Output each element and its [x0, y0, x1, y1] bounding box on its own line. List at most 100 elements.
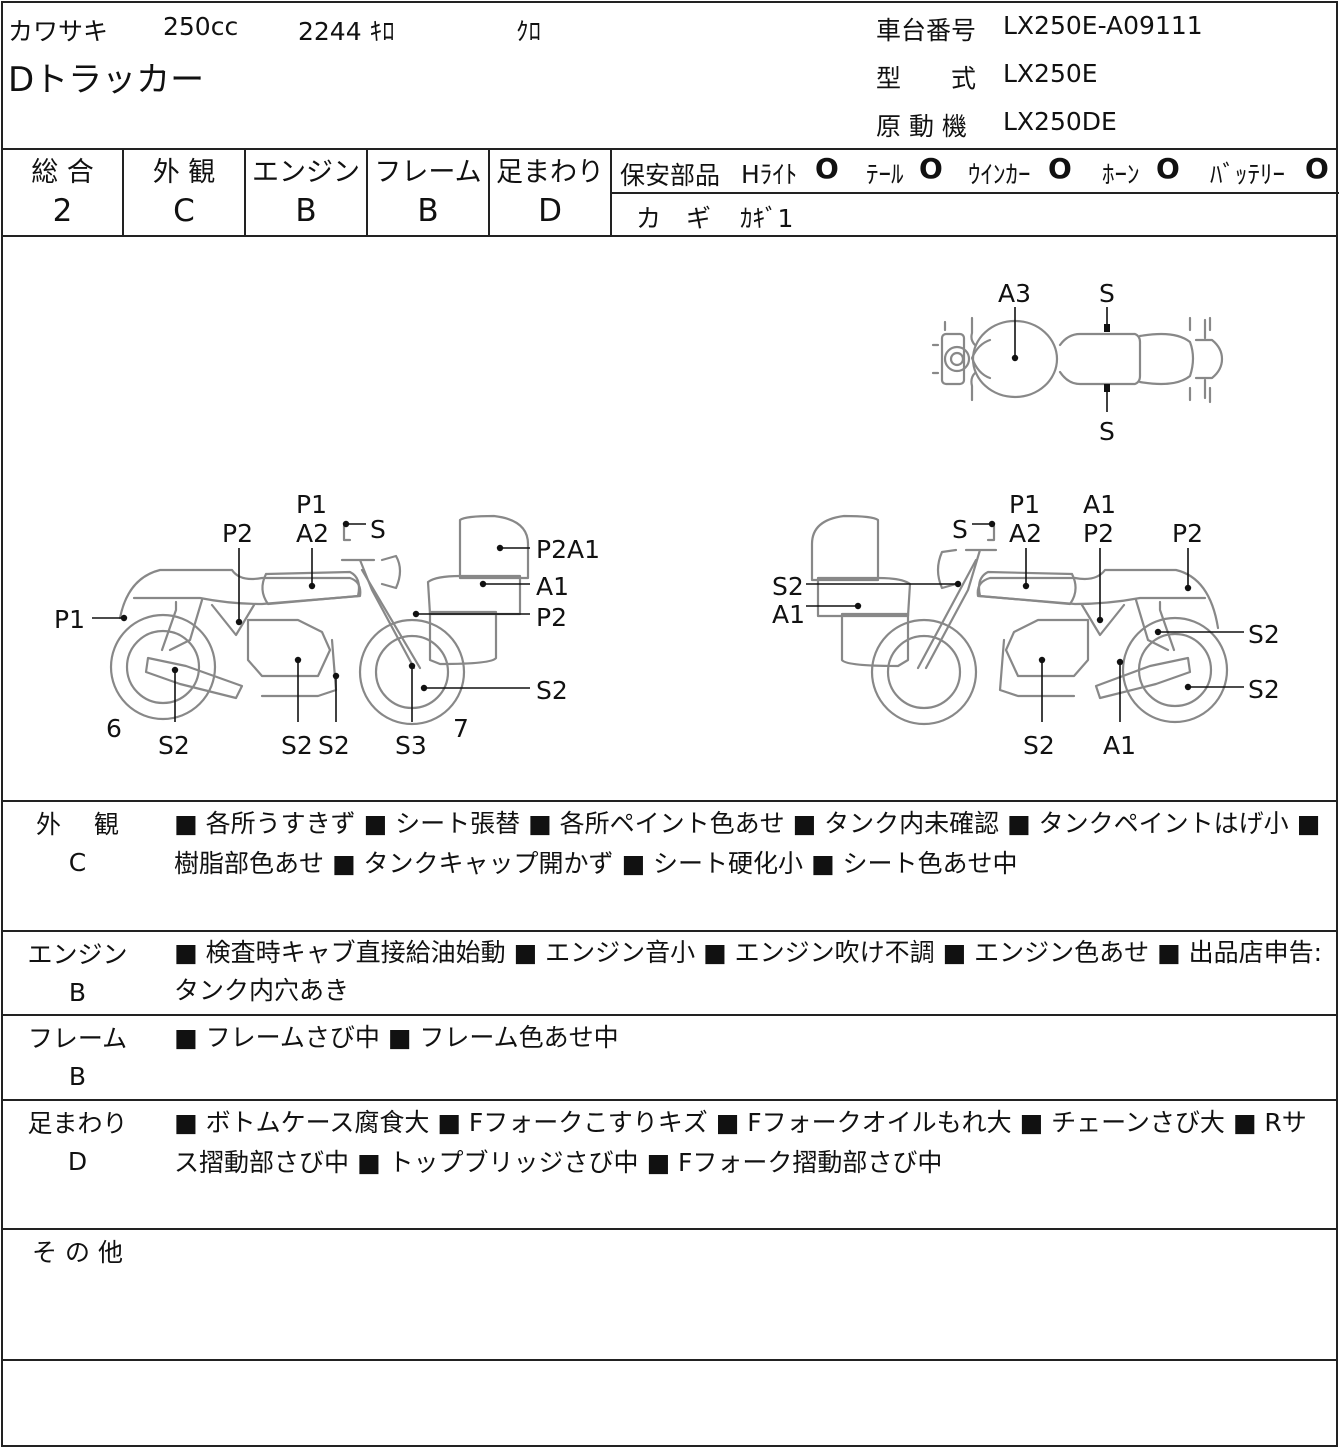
remark-suspension-label: 足まわり D: [20, 1105, 135, 1181]
label-right-a1-cowl: A1: [772, 600, 805, 629]
label-left-p1: P1: [296, 490, 327, 519]
label-top-s-upper: S: [1099, 279, 1115, 308]
label-left-p2-cowl: P2: [536, 603, 567, 632]
label-top-a3: A3: [998, 279, 1031, 308]
remark-engine-label: エンジン B: [20, 936, 135, 1012]
grade-frame-value: B: [417, 193, 439, 229]
engine-value: LX250DE: [1003, 107, 1117, 136]
label-right-a2: A2: [1009, 519, 1042, 548]
frame-number-label: 車台番号: [876, 16, 977, 45]
safety-battery-label: ﾊﾞｯﾃﾘｰ: [1210, 160, 1286, 189]
safety-battery-mark: O: [1305, 152, 1329, 185]
safety-horn-mark: O: [1156, 152, 1180, 185]
grade-exterior-label: 外 観: [152, 157, 216, 188]
grade-frame-label: フレーム: [374, 157, 482, 188]
remark-suspension-grade: D: [67, 1147, 88, 1176]
label-top-s-lower: S: [1099, 417, 1115, 446]
label-right-s2-wheel: S2: [1248, 675, 1280, 704]
remark-exterior-text: ■ 各所うすきず ■ シート張替 ■ 各所ペイント色あせ ■ タンク内未確認 ■…: [174, 809, 1321, 878]
label-left-s2-exhaust: S2: [318, 731, 350, 760]
grade-exterior-value: C: [173, 193, 195, 229]
grade-overall-value: 2: [52, 193, 73, 229]
remark-exterior-title: 外 観: [36, 810, 119, 839]
label-right-s: S: [952, 515, 968, 544]
label-right-a1-muffler: A1: [1103, 731, 1136, 760]
divider: [122, 148, 124, 237]
label-left-p2-seat: P2: [222, 519, 253, 548]
grade-engine-value: B: [295, 193, 317, 229]
key-label: カ ギ: [636, 204, 712, 233]
divider: [244, 148, 246, 237]
divider: [1, 1228, 1338, 1230]
label-left-s2-wheel: S2: [536, 676, 568, 705]
label-left-s2-engine: S2: [281, 731, 313, 760]
label-right-a1: A1: [1083, 490, 1116, 519]
remark-frame-title: フレーム: [27, 1024, 128, 1053]
remark-suspension-text: ■ ボトムケース腐食大 ■ Fフォークこすりキズ ■ Fフォークオイルもれ大 ■…: [174, 1108, 1307, 1177]
grade-overall-label: 総 合: [31, 157, 94, 188]
displacement: 250cc: [163, 12, 239, 41]
divider: [488, 148, 490, 237]
label-left-7: 7: [453, 714, 469, 743]
label-left-p2a1: P2A1: [536, 535, 600, 564]
label-right-s2-swingarm: S2: [1248, 620, 1280, 649]
remark-exterior-label: 外 観 C: [20, 806, 135, 882]
label-left-a1: A1: [536, 572, 569, 601]
divider: [1, 148, 1338, 150]
divider: [610, 148, 612, 237]
engine-label: 原 動 機: [876, 112, 967, 141]
mileage: 2244 ｷﾛ: [298, 17, 395, 46]
color: ｸﾛ: [516, 17, 542, 46]
model-name: Dトラッカー: [8, 60, 205, 100]
label-right-s2-cowl: S2: [772, 572, 804, 601]
bike-right-view: [810, 514, 1229, 726]
safety-winker-label: ｳｲﾝｶｰ: [968, 160, 1031, 189]
remark-engine-text: ■ 検査時キャブ直接給油始動 ■ エンジン音小 ■ エンジン吹け不調 ■ エンジ…: [174, 938, 1323, 1005]
remark-frame-grade: B: [68, 1062, 87, 1091]
remark-engine-grade: B: [68, 978, 87, 1007]
safety-label: 保安部品: [620, 161, 721, 190]
label-right-p1: P1: [1009, 490, 1040, 519]
type-value: LX250E: [1003, 59, 1098, 88]
safety-tail-label: ﾃｰﾙ: [866, 160, 904, 189]
grade-engine-label: エンジン: [252, 157, 360, 188]
divider: [1, 1359, 1338, 1361]
bike-left-view: [109, 514, 530, 726]
divider: [1, 930, 1338, 932]
label-right-p2-side: P2: [1083, 519, 1114, 548]
grade-suspension-value: D: [538, 193, 562, 229]
bike-top-view: [931, 316, 1224, 404]
remark-other-title: そ の 他: [32, 1238, 123, 1267]
label-left-p1-rear: P1: [54, 605, 85, 634]
divider: [1, 1099, 1338, 1101]
key-value: ｶｷﾞ1: [740, 204, 794, 233]
safety-headlight-mark: O: [815, 152, 839, 185]
divider: [366, 148, 368, 237]
remark-other-label: そ の 他: [20, 1234, 135, 1272]
safety-headlight-label: Hﾗｲﾄ: [741, 160, 798, 189]
divider: [1, 800, 1338, 802]
label-left-6: 6: [106, 714, 122, 743]
divider: [1, 235, 1338, 237]
divider: [612, 192, 1339, 194]
divider: [1, 1014, 1338, 1016]
frame-number: LX250E-A09111: [1003, 11, 1203, 40]
remark-engine-title: エンジン: [27, 940, 128, 969]
remark-suspension-title: 足まわり: [27, 1109, 128, 1138]
label-left-s: S: [370, 515, 386, 544]
maker: カワサキ: [8, 17, 109, 46]
label-left-s3: S3: [395, 731, 427, 760]
grade-suspension-label: 足まわり: [496, 157, 604, 188]
safety-horn-label: ﾎｰﾝ: [1102, 160, 1140, 189]
safety-winker-mark: O: [1048, 152, 1072, 185]
remark-exterior-grade: C: [68, 848, 87, 877]
label-left-s2-muffler: S2: [158, 731, 190, 760]
label-left-a2: A2: [296, 519, 329, 548]
safety-tail-mark: O: [919, 152, 943, 185]
label-right-p2-tail: P2: [1172, 519, 1203, 548]
label-right-s2-engine: S2: [1023, 731, 1055, 760]
remark-frame-text: ■ フレームさび中 ■ フレーム色あせ中: [174, 1023, 619, 1052]
remark-frame-label: フレーム B: [20, 1020, 135, 1096]
damage-diagram: A3 S S P1 A2 S P2 P2A1 A1 P1 P2 S2 6 S2 …: [54, 279, 1280, 760]
